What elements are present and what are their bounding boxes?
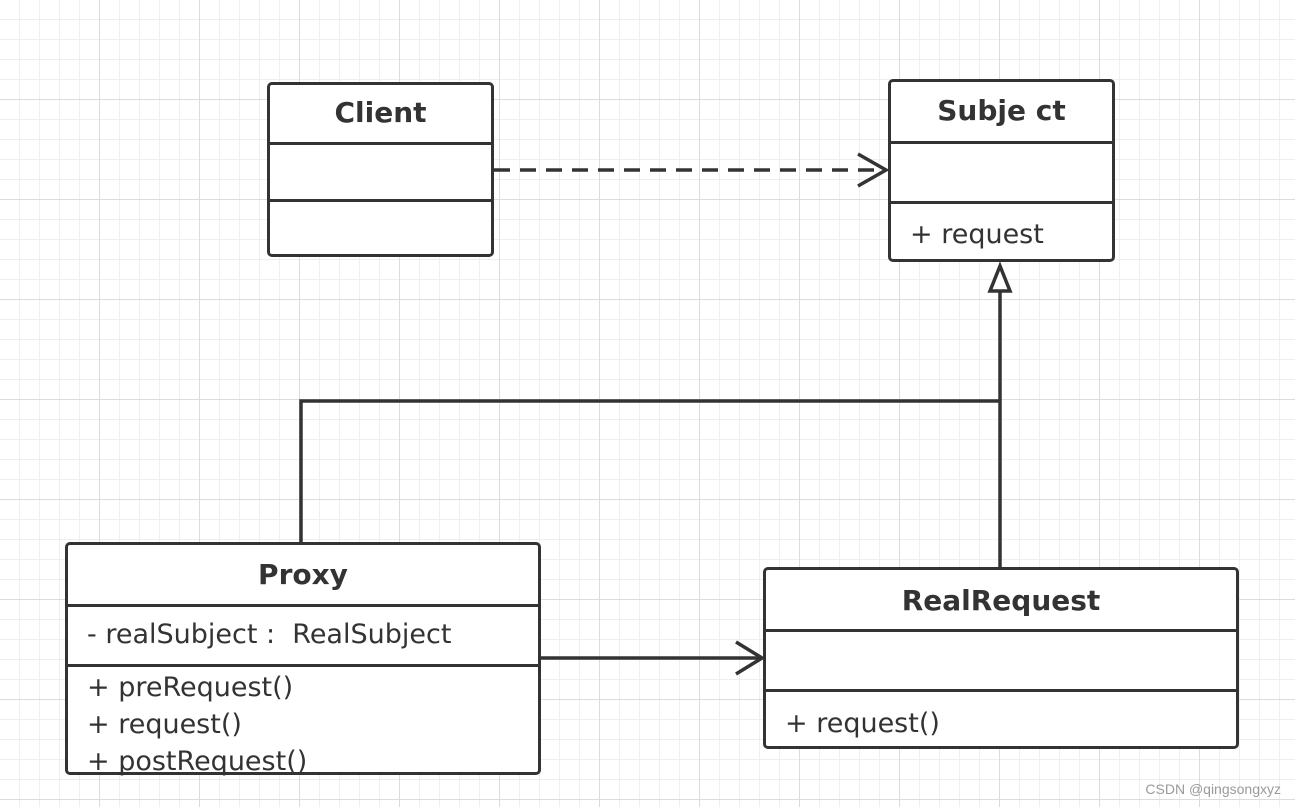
operation: + postRequest() [87, 746, 308, 777]
attributes-compartment [891, 141, 1112, 201]
operations-compartment [270, 199, 491, 254]
operation: + preRequest() [87, 672, 294, 703]
class-name: Subje ct [937, 94, 1066, 127]
attributes-compartment: - realSubject : RealSubject [68, 604, 538, 664]
dependency-client-to-subject [494, 152, 890, 188]
operations-compartment: + preRequest() + request() + postRequest… [68, 664, 538, 780]
class-name: Client [334, 96, 427, 129]
operations-compartment: + request() [766, 689, 1236, 744]
class-name: RealRequest [901, 584, 1101, 617]
generalization-line-proxy [299, 399, 1000, 542]
attributes-compartment [270, 142, 491, 199]
class-proxy[interactable]: Proxy - realSubject : RealSubject + preR… [65, 542, 541, 777]
class-realrequest[interactable]: RealRequest + request() [763, 567, 1239, 749]
class-name: Proxy [258, 558, 348, 591]
operation: + request() [785, 708, 940, 739]
operation: + request [910, 219, 1044, 250]
hollow-triangle-arrowhead [987, 261, 1013, 293]
generalization-to-subject [299, 261, 1013, 568]
watermark: CSDN @qingsongxyz [1145, 781, 1281, 797]
operations-compartment: + request [891, 201, 1112, 255]
class-client[interactable]: Client [267, 82, 494, 257]
class-subject[interactable]: Subje ct + request [888, 79, 1115, 262]
attribute: - realSubject : RealSubject [87, 619, 452, 650]
open-arrowhead [857, 152, 890, 188]
attributes-compartment [766, 629, 1236, 689]
association-proxy-to-realrequest [540, 640, 766, 676]
open-arrowhead [735, 640, 766, 676]
operation: + request() [87, 709, 242, 740]
